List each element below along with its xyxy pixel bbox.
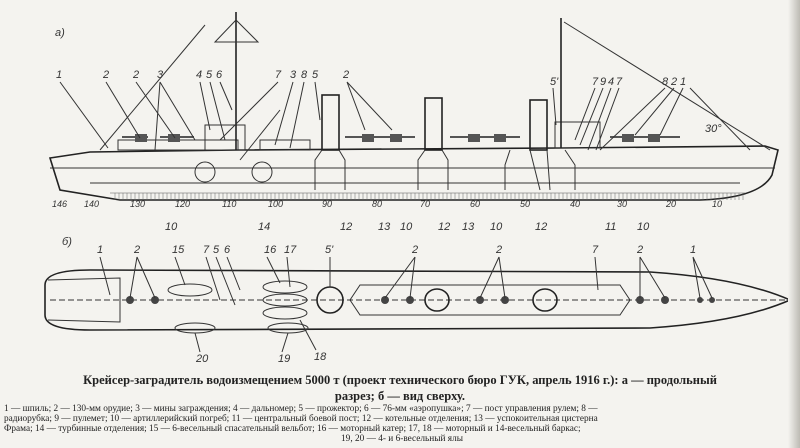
- callout-label: 7: [592, 76, 599, 88]
- callout-label: 2: [411, 244, 418, 256]
- frame-numbers: 146 140 130 120 110 100 90 80 70 60 50 4…: [52, 199, 722, 209]
- callout-label: 10: [165, 221, 178, 233]
- callout-label: 13: [462, 221, 475, 233]
- callout-label: 5': [325, 244, 334, 256]
- callout-label: 5: [213, 244, 220, 256]
- callout-label: 7: [592, 244, 599, 256]
- superstructure: [259, 139, 311, 151]
- callout-label: 7: [203, 244, 210, 256]
- figure-title: Крейсер-заградитель водоизмещением 5000 …: [83, 373, 717, 387]
- callout-label: 2: [102, 69, 109, 81]
- callout-label: 6: [216, 69, 223, 81]
- callout-label: 130: [130, 199, 145, 209]
- callout-label: 1: [680, 76, 686, 88]
- longitudinal-section: а): [48, 12, 779, 233]
- callout-label: 18: [314, 351, 327, 363]
- callout-label: 2: [670, 76, 677, 88]
- callout-label: 2: [636, 244, 643, 256]
- callout-label: 10: [637, 221, 650, 233]
- callout-label: 19: [278, 353, 290, 365]
- callout-label: 5': [550, 76, 559, 88]
- callout-label: 11: [605, 221, 616, 233]
- funnel: [424, 97, 443, 151]
- callout-label: 8: [301, 69, 308, 81]
- callout-label: 20: [665, 199, 676, 209]
- callout-label: 120: [175, 199, 190, 209]
- callout-label: 100: [268, 199, 283, 209]
- boilers: [194, 149, 576, 191]
- callouts-bottom: 10 14 12 13 10 12 13 10 12 11 10: [165, 221, 650, 233]
- callout-label: 15: [172, 244, 185, 256]
- callout-label: 9: [600, 76, 606, 88]
- view-label-a: а): [55, 27, 65, 39]
- bridge: [204, 124, 246, 151]
- callout-label: 13: [378, 221, 391, 233]
- aft-bridge: [554, 121, 601, 149]
- callout-label: 8: [662, 76, 669, 88]
- superstructure-plan: [349, 284, 631, 316]
- callout-label: 2: [132, 69, 139, 81]
- boat-crane: [239, 109, 281, 161]
- callout-label: 2: [133, 244, 140, 256]
- callout-label: 140: [84, 199, 99, 209]
- callout-label: 10: [490, 221, 503, 233]
- figure-title-continued: разрез; б — вид сверху.: [334, 389, 466, 403]
- callout-label: 30: [617, 199, 627, 209]
- callout-label: 7: [275, 69, 282, 81]
- boats: [167, 280, 309, 334]
- callout-label: 14: [258, 221, 270, 233]
- funnel: [529, 99, 548, 151]
- view-label-b: б): [62, 236, 72, 248]
- callout-label: 12: [438, 221, 450, 233]
- scan-edge-shadow: [788, 0, 800, 448]
- callout-label: 1: [97, 244, 103, 256]
- callout-label: 1: [56, 69, 62, 81]
- callout-label: 5: [312, 69, 319, 81]
- callout-label: 50: [520, 199, 530, 209]
- callout-label: 17: [284, 244, 297, 256]
- callout-label: 70: [420, 199, 430, 209]
- callout-label: 12: [535, 221, 547, 233]
- funnel: [321, 94, 340, 151]
- cruiser-drawing: а): [44, 12, 792, 365]
- callout-label: 146: [52, 199, 67, 209]
- callout-label: 90: [322, 199, 332, 209]
- callout-label: 20: [195, 353, 209, 365]
- callout-label: 6: [224, 244, 231, 256]
- legend-line: 1 — шпиль; 2 — 130-мм орудие; 3 — мины з…: [4, 404, 598, 414]
- callout-label: 16: [264, 244, 277, 256]
- mast-yard: [213, 19, 260, 43]
- frames: [114, 193, 744, 200]
- legend-line: радиорубка; 9 — пулемет; 10 — артиллерий…: [4, 414, 598, 424]
- callout-label: 3: [290, 69, 297, 81]
- top-view: б) 1 2 15 7 5 6 16 17 5' 2 2: [44, 236, 792, 365]
- callout-label: 5: [206, 69, 213, 81]
- legend-line: 19, 20 — 4- и 6-весельный ялы: [341, 434, 463, 444]
- guns: [122, 134, 680, 142]
- stern-deck: [47, 277, 121, 323]
- callout-label: 60: [470, 199, 480, 209]
- plan-callouts: 1 2 15 7 5 6 16 17 5' 2 2 7 2 1 20 19 18: [97, 244, 713, 365]
- callout-label: 3: [157, 69, 164, 81]
- callout-label: 2: [495, 244, 502, 256]
- callout-label: 30°: [705, 123, 722, 135]
- callout-label: 2: [342, 69, 349, 81]
- callouts-top: 1 2 2 3 4 5 6 7 3 8 5 2 5' 7 9 4 7 8 2 1…: [56, 69, 751, 151]
- callout-label: 10: [400, 221, 413, 233]
- callout-label: 1: [690, 244, 696, 256]
- callout-label: 40: [570, 199, 580, 209]
- callout-label: 4: [196, 69, 202, 81]
- callout-label: 10: [712, 199, 722, 209]
- hull-profile: [48, 145, 779, 201]
- stay: [563, 21, 771, 151]
- callout-label: 110: [222, 199, 236, 209]
- stay: [99, 24, 206, 151]
- guns-plan: [126, 296, 715, 304]
- callout-label: 7: [616, 76, 623, 88]
- legend-line: Фрама; 14 — турбинные отделения; 15 — 6-…: [4, 424, 581, 434]
- callout-label: 80: [372, 199, 382, 209]
- funnels-plan: [316, 286, 558, 314]
- callout-label: 4: [608, 76, 614, 88]
- callout-label: 12: [340, 221, 352, 233]
